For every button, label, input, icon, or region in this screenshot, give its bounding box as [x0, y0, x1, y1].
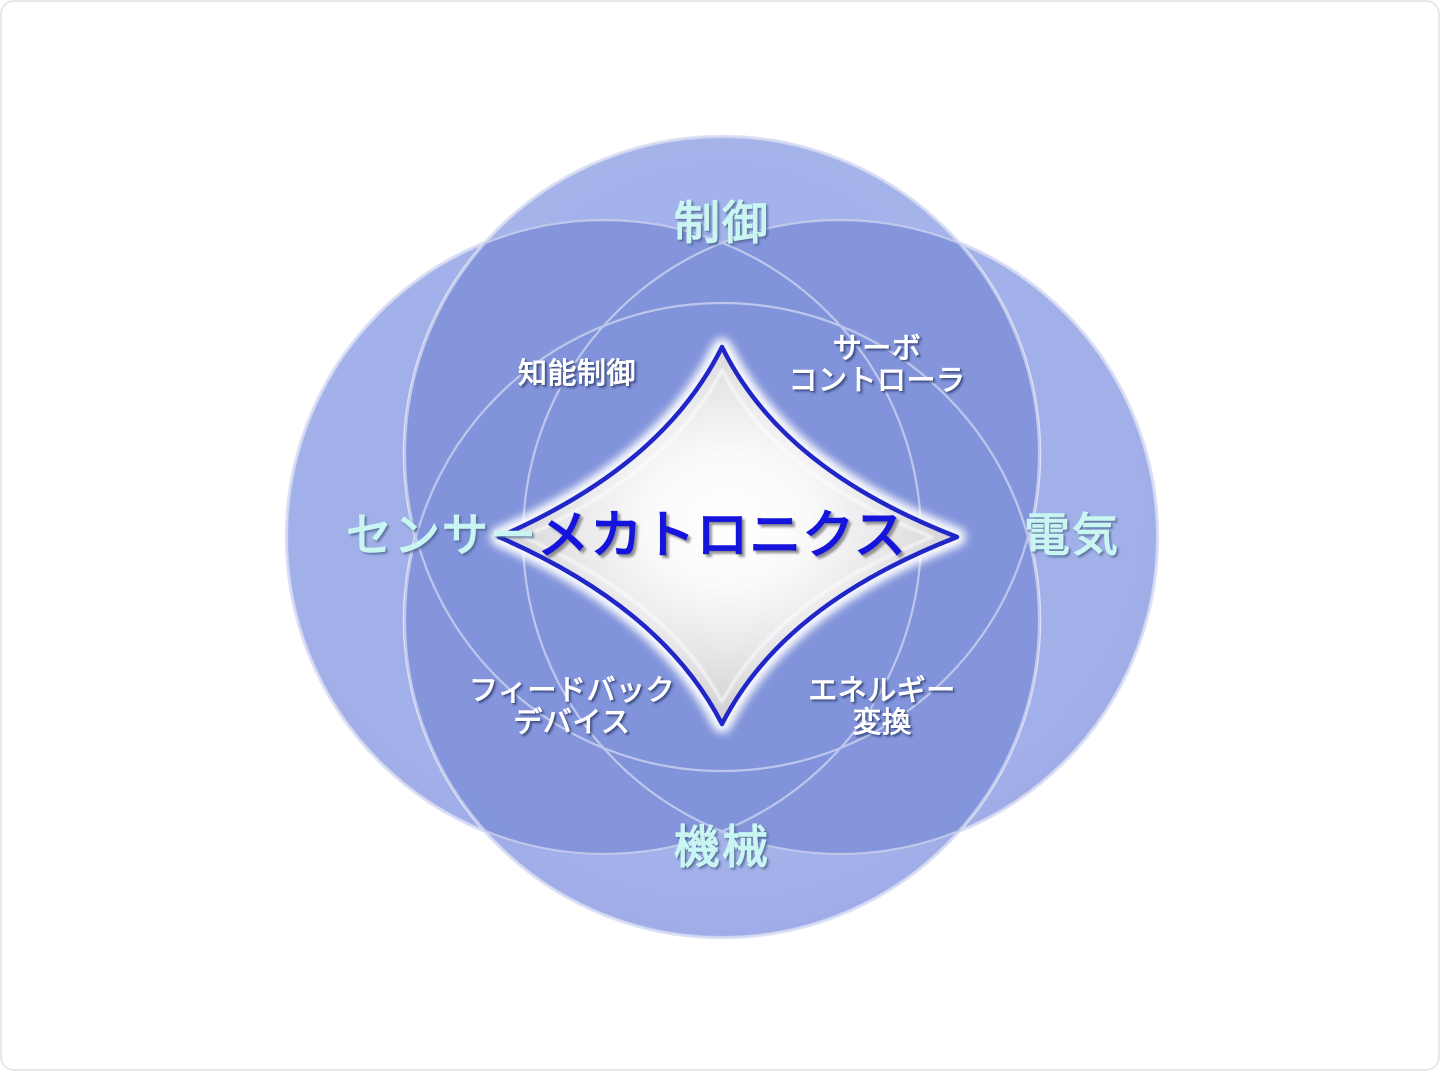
- center-star-outline: [496, 344, 960, 727]
- center-star-shape: [492, 340, 964, 731]
